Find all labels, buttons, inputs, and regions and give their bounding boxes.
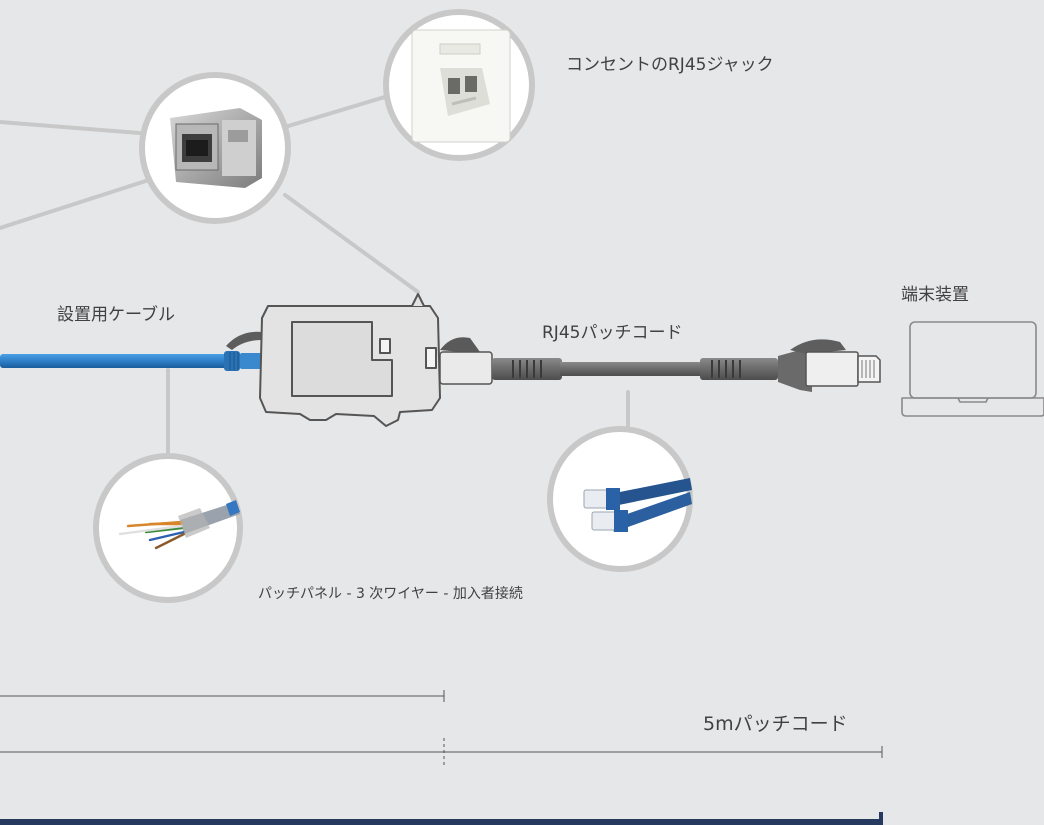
bottom-total-bar xyxy=(0,812,883,825)
photo-circle-outlet xyxy=(383,9,535,161)
connector-lines xyxy=(0,94,630,459)
installation-cable xyxy=(0,331,270,371)
keystone-module xyxy=(259,293,441,427)
patch-cords-photo xyxy=(583,478,692,532)
end-device-label: 端末装置 xyxy=(901,285,969,305)
outlet-jack-label: コンセントのRJ45ジャック xyxy=(566,55,774,75)
patch-cord-label: RJ45パッチコード xyxy=(542,323,683,343)
dimension-lines xyxy=(0,690,883,765)
installation-cable-label: 設置用ケーブル xyxy=(57,305,175,325)
patch-cord xyxy=(439,337,881,392)
patch-cord-5m-label: 5mパッチコード xyxy=(703,713,848,735)
connector-line-mid-left xyxy=(0,176,157,230)
connector-line-keystone-outlet xyxy=(273,94,390,132)
connector-line-keystone-module xyxy=(283,193,420,294)
keystone-jack-photo xyxy=(170,108,262,188)
photo-circle-keystone xyxy=(139,72,291,224)
connector-line-top-left xyxy=(0,120,154,136)
wall-outlet-photo xyxy=(411,29,511,143)
connection-chain-label: パッチパネル - 3 次ワイヤー - 加入者接続 xyxy=(258,586,523,602)
cable-wires-photo xyxy=(118,500,240,550)
laptop-icon xyxy=(901,321,1044,417)
photo-circle-cable xyxy=(93,453,243,603)
photo-circle-patch xyxy=(547,426,693,572)
